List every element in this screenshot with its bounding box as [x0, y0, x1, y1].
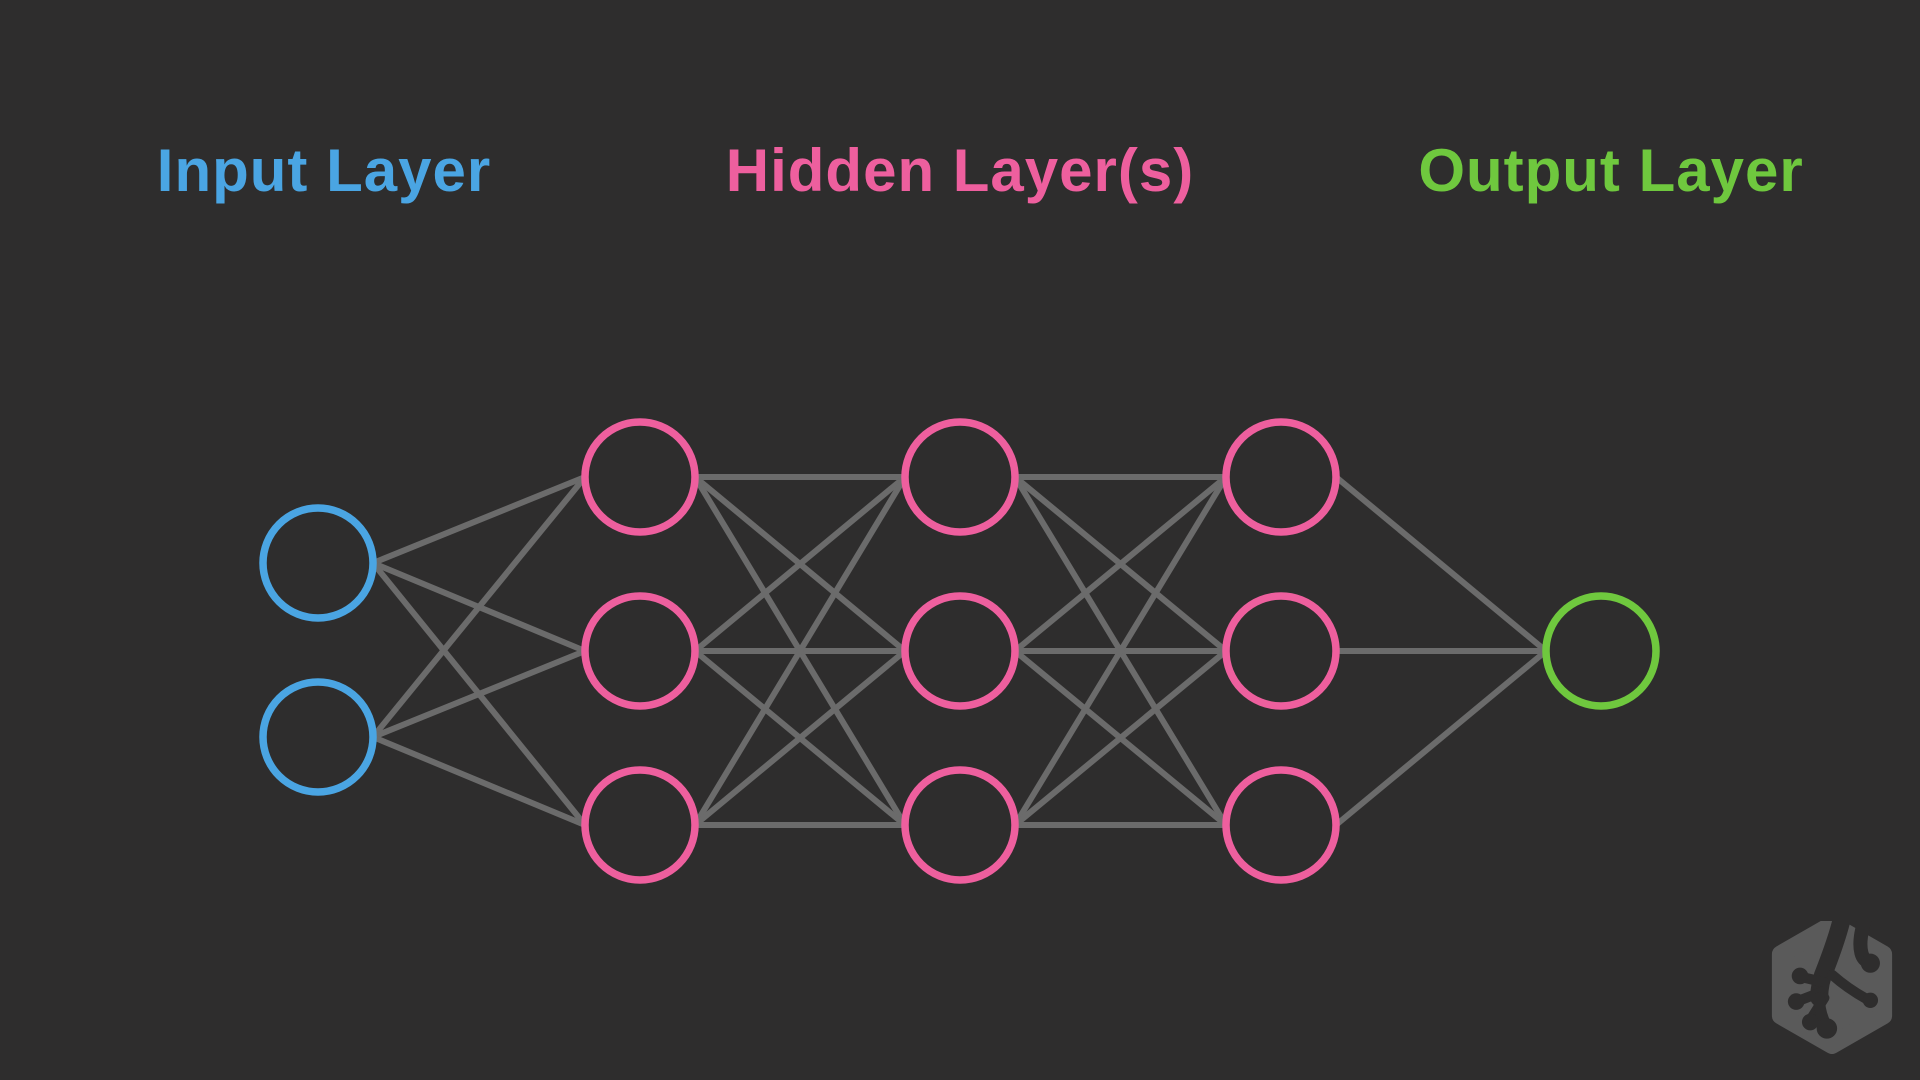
node-output-1 — [1542, 592, 1660, 710]
node-hidden-2-1 — [901, 418, 1019, 536]
node-input-2 — [259, 678, 377, 796]
edge-input-to-hidden-1 — [371, 474, 587, 566]
edge-hidden-2-to-hidden-3 — [1013, 648, 1228, 828]
node-hidden-1-1 — [581, 418, 699, 536]
node-hidden-1-3 — [581, 766, 699, 884]
edge-input-to-hidden-1 — [371, 648, 587, 740]
logo-branch-tips — [1787, 953, 1880, 1039]
edge-hidden-2-to-hidden-3 — [1013, 474, 1228, 654]
edge-hidden-3-to-output — [1334, 474, 1548, 654]
edge-hidden-2-to-hidden-3 — [1012, 475, 1229, 827]
edge-hidden-1-to-hidden-2 — [692, 475, 908, 827]
edge-hidden-1-to-hidden-2 — [693, 648, 907, 828]
edge-input-to-hidden-1 — [371, 734, 587, 828]
edge-input-to-hidden-1 — [370, 475, 588, 739]
node-hidden-2-2 — [901, 592, 1019, 710]
edge-hidden-1-to-hidden-2 — [693, 474, 907, 654]
node-hidden-3-2 — [1222, 592, 1340, 710]
node-hidden-3-3 — [1222, 766, 1340, 884]
hidden-layer-label: Hidden Layer(s) — [725, 137, 1195, 204]
treehouse-logo-icon — [1771, 921, 1893, 1054]
input-layer-label: Input Layer — [156, 137, 492, 204]
edge-hidden-3-to-output — [1334, 648, 1548, 828]
output-layer-label: Output Layer — [1418, 137, 1804, 204]
node-input-1 — [259, 504, 377, 622]
node-hidden-1-2 — [581, 592, 699, 710]
node-hidden-2-3 — [901, 766, 1019, 884]
node-hidden-3-1 — [1222, 418, 1340, 536]
